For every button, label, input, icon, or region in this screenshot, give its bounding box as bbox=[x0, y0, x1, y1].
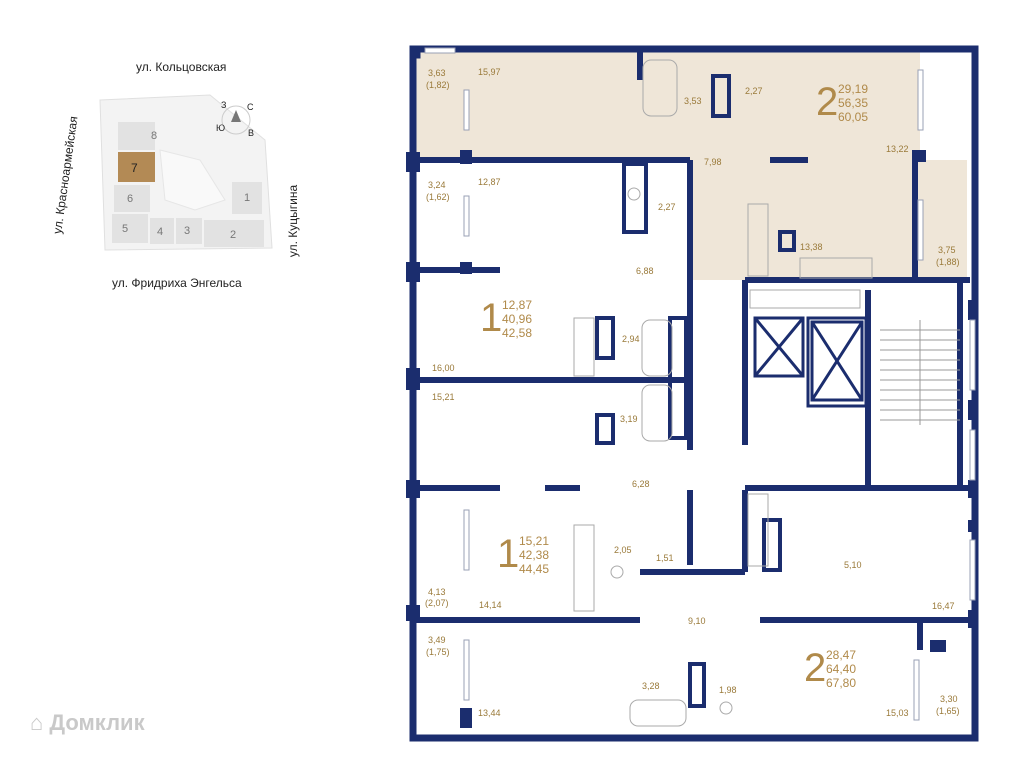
room-area-label: 15,97 bbox=[478, 67, 501, 77]
room-area-label: 16,00 bbox=[432, 363, 455, 373]
room-area-label: (1,62) bbox=[426, 192, 450, 202]
wall-pillars bbox=[406, 150, 978, 728]
room-area-label: 9,10 bbox=[688, 616, 706, 626]
area-block: 15,21 42,38 44,45 bbox=[519, 534, 549, 576]
room-area-label: 2,94 bbox=[622, 334, 640, 344]
room-area-label: 2,05 bbox=[614, 545, 632, 555]
elevator-core bbox=[753, 316, 868, 408]
section-2-label: 2 bbox=[230, 229, 236, 241]
room-area-label: 3,28 bbox=[642, 681, 660, 691]
room-area-label: 14,14 bbox=[479, 600, 502, 610]
total-area-balcony: 42,58 bbox=[502, 326, 533, 340]
room-area-label: (1,88) bbox=[936, 257, 960, 267]
room-area-label: 12,87 bbox=[478, 177, 501, 187]
outer-walls bbox=[409, 45, 979, 742]
room-area-label: (2,07) bbox=[425, 598, 449, 608]
living-area: 12,87 bbox=[502, 298, 533, 312]
rooms-count: 1 bbox=[480, 296, 503, 340]
section-2[interactable] bbox=[204, 220, 264, 247]
room-area-label: 6,88 bbox=[636, 266, 654, 276]
room-area-label: 16,47 bbox=[932, 601, 955, 611]
section-3[interactable] bbox=[176, 218, 202, 244]
total-area-balcony: 60,05 bbox=[838, 110, 869, 124]
room-area-label: 3,19 bbox=[620, 414, 638, 424]
svg-text:З: З bbox=[221, 100, 226, 110]
room-area-label: 13,44 bbox=[478, 708, 501, 718]
room-area-label: 13,38 bbox=[800, 242, 823, 252]
room-area-label: 5,10 bbox=[844, 560, 862, 570]
section-7[interactable] bbox=[118, 152, 155, 182]
living-area: 28,47 bbox=[826, 648, 857, 662]
watermark: ⌂ Домклик bbox=[30, 710, 145, 736]
room-area-label: 3,49 bbox=[428, 635, 446, 645]
staircase bbox=[880, 320, 960, 425]
section-5[interactable] bbox=[112, 214, 148, 243]
shafts bbox=[595, 74, 796, 708]
room-area-label: 15,21 bbox=[432, 392, 455, 402]
interior-walls bbox=[416, 52, 970, 650]
section-5-label: 5 bbox=[122, 223, 128, 235]
street-south: ул. Фридриха Энгельса bbox=[112, 276, 242, 290]
room-area-label: 3,63 bbox=[428, 68, 446, 78]
section-1-label: 1 bbox=[244, 192, 250, 204]
room-area-label: (1,65) bbox=[936, 706, 960, 716]
room-area-label: 6,28 bbox=[632, 479, 650, 489]
room-area-label: 2,27 bbox=[658, 202, 676, 212]
section-7-label: 7 bbox=[131, 161, 138, 175]
total-area: 40,96 bbox=[502, 312, 533, 326]
living-area: 15,21 bbox=[519, 534, 550, 548]
section-8[interactable] bbox=[118, 122, 155, 150]
section-4-label: 4 bbox=[157, 226, 163, 238]
total-area-balcony: 67,80 bbox=[826, 676, 857, 690]
section-8-label: 8 bbox=[151, 130, 157, 142]
fixtures bbox=[573, 59, 873, 727]
total-area: 56,35 bbox=[838, 96, 869, 110]
room-area-label: 13,22 bbox=[886, 144, 909, 154]
room-area-label: 3,30 bbox=[940, 694, 958, 704]
svg-text:С: С bbox=[247, 102, 254, 112]
room-area-label: 1,51 bbox=[656, 553, 674, 563]
total-area: 42,38 bbox=[519, 548, 550, 562]
section-6[interactable] bbox=[114, 185, 150, 212]
room-area-label: 3,53 bbox=[684, 96, 702, 106]
svg-text:В: В bbox=[248, 128, 254, 138]
area-block: 12,87 40,96 42,58 bbox=[502, 298, 532, 340]
svg-text:Ю: Ю bbox=[216, 123, 225, 133]
area-block: 28,47 64,40 67,80 bbox=[826, 648, 856, 690]
room-area-label: (1,75) bbox=[426, 647, 450, 657]
total-area-balcony: 44,45 bbox=[519, 562, 550, 576]
room-area-label: 2,27 bbox=[745, 86, 763, 96]
room-area-label: 7,98 bbox=[704, 157, 722, 167]
rooms-count: 2 bbox=[804, 646, 827, 690]
rooms-count: 1 bbox=[497, 532, 520, 576]
room-area-label: (1,82) bbox=[426, 80, 450, 90]
room-area-label: 3,75 bbox=[938, 245, 956, 255]
area-block: 29,19 56,35 60,05 bbox=[838, 82, 868, 124]
site-plan: 8 7 6 5 4 3 2 1 С Ю З В bbox=[99, 94, 273, 251]
windows bbox=[424, 47, 976, 721]
watermark-text: Домклик bbox=[49, 710, 145, 735]
section-3-label: 3 bbox=[184, 225, 190, 237]
room-area-label: 4,13 bbox=[428, 587, 446, 597]
section-4[interactable] bbox=[150, 218, 174, 244]
compass-icon: С Ю З В bbox=[216, 100, 254, 138]
total-area: 64,40 bbox=[826, 662, 857, 676]
section-6-label: 6 bbox=[127, 193, 133, 205]
house-icon: ⌂ bbox=[30, 710, 44, 735]
section-1[interactable] bbox=[232, 182, 262, 214]
rooms-count: 2 bbox=[816, 80, 839, 124]
apartment-highlight[interactable] bbox=[416, 52, 967, 280]
living-area: 29,19 bbox=[838, 82, 869, 96]
room-area-label: 1,98 bbox=[719, 685, 737, 695]
room-area-label: 3,24 bbox=[428, 180, 446, 190]
room-area-label: 15,03 bbox=[886, 708, 909, 718]
street-north: ул. Кольцовская bbox=[136, 60, 227, 74]
